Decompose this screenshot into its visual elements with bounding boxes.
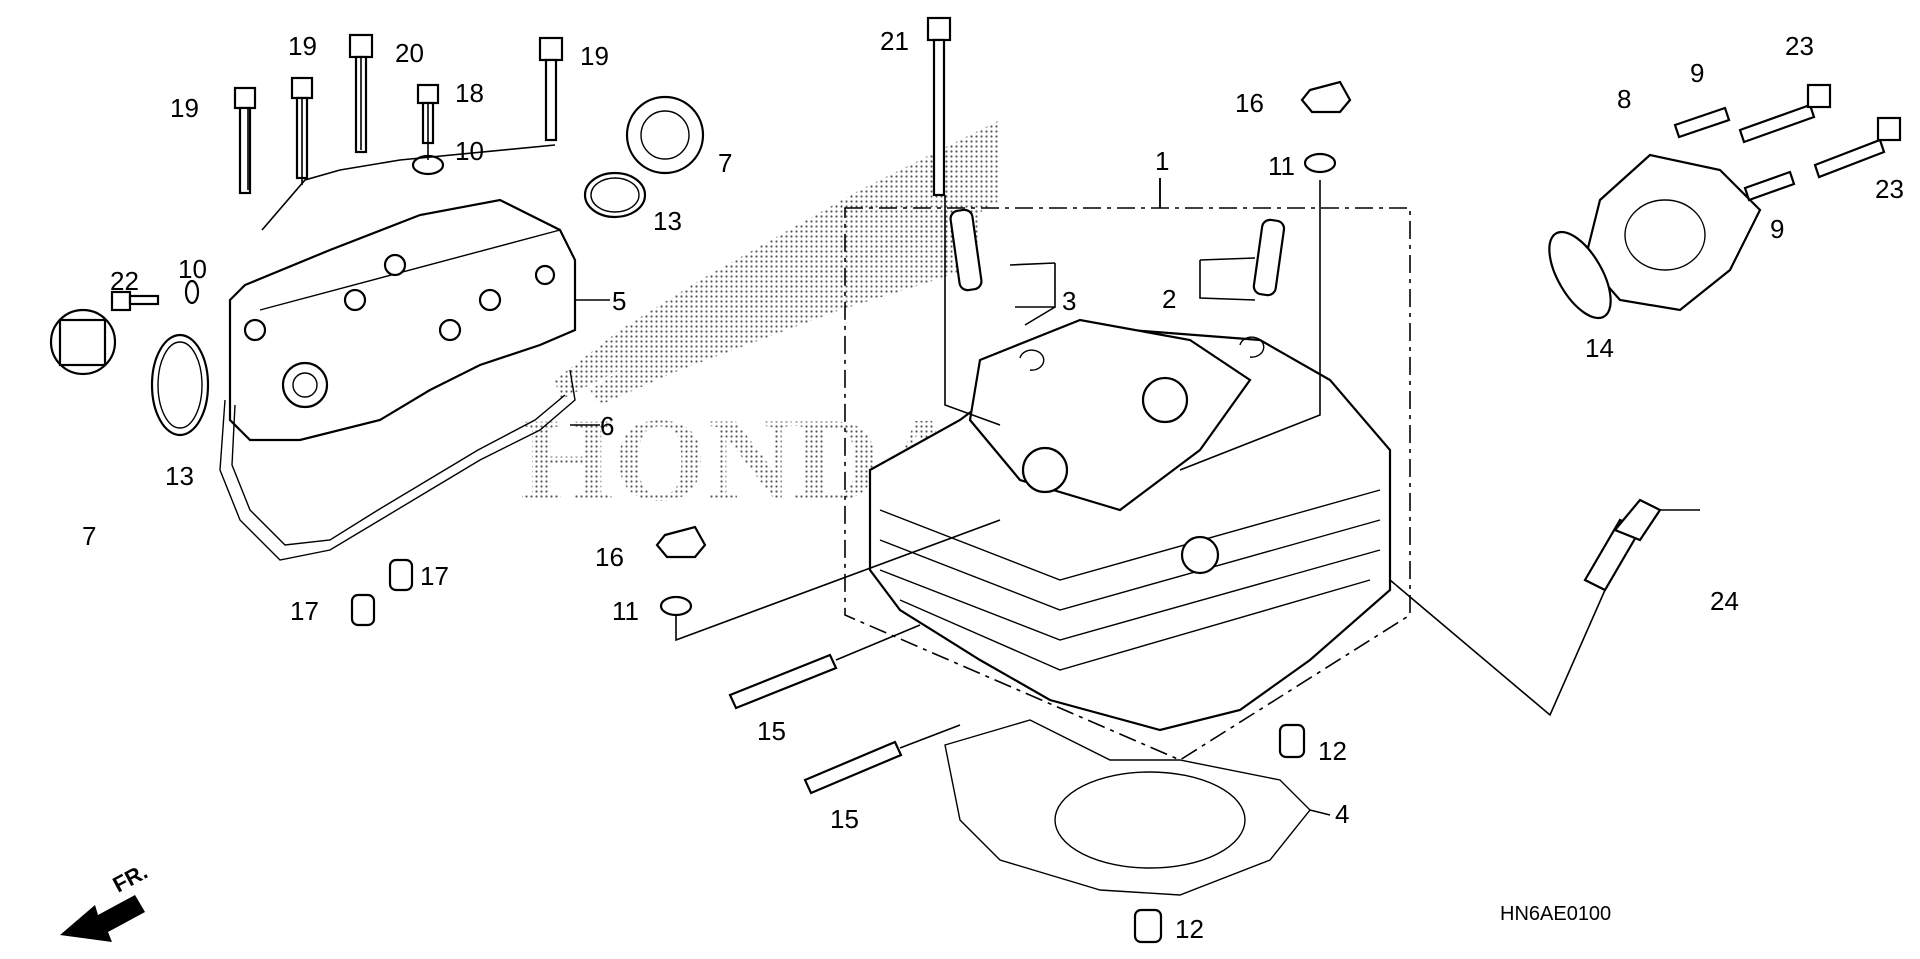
callout-16-mid: 16 <box>595 542 624 572</box>
o-ring-14 <box>1548 230 1612 320</box>
plug-7-left <box>49 308 117 376</box>
nut-16-top <box>1300 80 1352 114</box>
callout-4: 4 <box>1335 799 1349 829</box>
bolt-22 <box>110 290 160 312</box>
clip-3 <box>1019 349 1045 371</box>
callout-8: 8 <box>1617 84 1631 114</box>
callout-21: 21 <box>880 26 909 56</box>
insulator-8 <box>1583 153 1762 312</box>
head-gasket-4 <box>944 719 1311 896</box>
callout-12-a: 12 <box>1318 736 1347 766</box>
callout-20: 20 <box>395 38 424 68</box>
callout-14: 14 <box>1585 333 1614 363</box>
callout-22: 22 <box>110 266 139 296</box>
callout-19-right: 19 <box>580 41 609 71</box>
callout-5: 5 <box>612 286 626 316</box>
spark-plug-24 <box>1583 498 1662 592</box>
callout-16-top: 16 <box>1235 88 1264 118</box>
dowel-12-b <box>1133 908 1163 944</box>
callout-labels: 1 2 3 4 5 6 7 7 8 9 9 10 10 11 11 12 12 … <box>82 26 1904 944</box>
callout-10-top: 10 <box>455 136 484 166</box>
callout-18: 18 <box>455 78 484 108</box>
callout-6: 6 <box>600 411 614 441</box>
washer-11-top <box>1303 152 1337 174</box>
stud-15-b <box>803 740 903 795</box>
callout-3: 3 <box>1062 286 1076 316</box>
o-ring-13-left <box>150 333 210 437</box>
leader-lines <box>247 57 1700 816</box>
callout-12-b: 12 <box>1175 914 1204 944</box>
washer-10-side <box>184 279 200 305</box>
bolt-19-a <box>233 86 257 195</box>
dowel-12-a <box>1278 723 1306 759</box>
stud-21 <box>926 16 952 197</box>
callout-23-top: 23 <box>1785 31 1814 61</box>
callout-23-right: 23 <box>1875 174 1904 204</box>
callout-17-a: 17 <box>420 561 449 591</box>
stud-9-b <box>1743 170 1796 202</box>
nut-16-mid <box>655 525 707 559</box>
callout-13-top: 13 <box>653 206 682 236</box>
callout-19-left: 19 <box>170 93 199 123</box>
callout-24: 24 <box>1710 586 1739 616</box>
valve-guide-2 <box>1252 218 1286 297</box>
stud-15-a <box>728 653 838 710</box>
callout-9-top: 9 <box>1690 58 1704 88</box>
washer-11-mid <box>659 595 693 617</box>
head-cover-gasket <box>219 369 576 561</box>
callout-15-b: 15 <box>830 804 859 834</box>
callout-19-mid: 19 <box>288 31 317 61</box>
bolt-23-a <box>1738 83 1832 144</box>
o-ring-13-top <box>583 171 647 219</box>
callout-10-side: 10 <box>178 254 207 284</box>
cylinder-head <box>868 318 1392 732</box>
front-direction-arrow: FR. <box>60 859 152 942</box>
cylinder-head-cover <box>228 198 577 442</box>
callout-9-bottom: 9 <box>1770 214 1784 244</box>
callout-11-top: 11 <box>1268 151 1295 181</box>
plug-7-top <box>625 95 705 175</box>
dowel-17-a <box>388 558 414 592</box>
callout-15-a: 15 <box>757 716 786 746</box>
callout-13-left: 13 <box>165 461 194 491</box>
diagram-code: HN6AE0100 <box>1500 903 1611 925</box>
valve-guide-3 <box>949 208 983 292</box>
dowel-17-b <box>350 593 376 627</box>
callout-17-b: 17 <box>290 596 319 626</box>
clip-2 <box>1239 336 1265 358</box>
bolt-19-c <box>538 36 564 142</box>
callout-7-top: 7 <box>718 148 732 178</box>
bolt-23-b <box>1813 116 1902 179</box>
callout-11-mid: 11 <box>612 596 639 626</box>
callout-1: 1 <box>1155 146 1169 176</box>
callout-2: 2 <box>1162 284 1176 314</box>
stud-9-a <box>1673 106 1731 139</box>
callout-7-left: 7 <box>82 521 96 551</box>
front-label: FR. <box>109 859 152 898</box>
